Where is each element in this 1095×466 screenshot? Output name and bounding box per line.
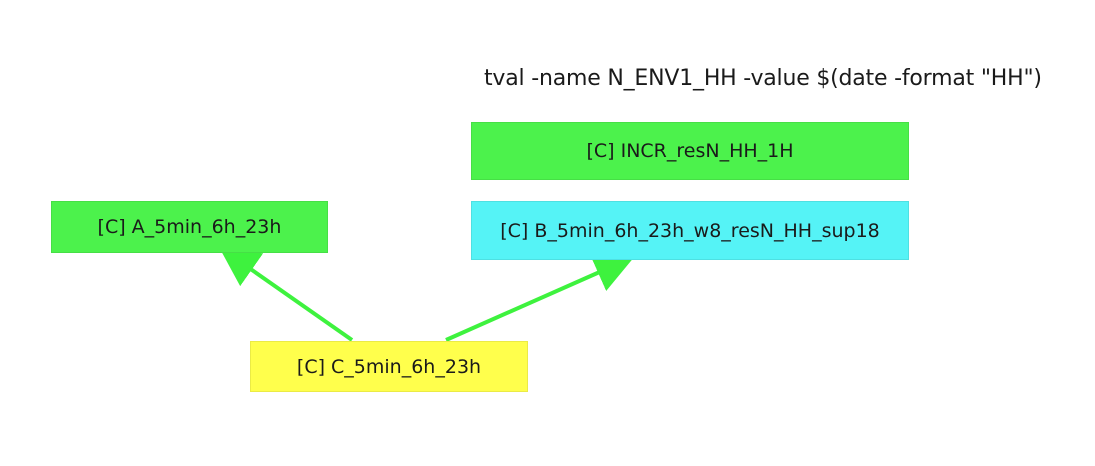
node-label: [C] B_5min_6h_23h_w8_resN_HH_sup18 <box>500 219 880 242</box>
node-a-5min-6h-23h[interactable]: [C] A_5min_6h_23h <box>51 201 328 253</box>
node-label: [C] A_5min_6h_23h <box>97 216 282 238</box>
edge-c-to-a <box>218 246 354 342</box>
edge-c-to-b <box>445 254 635 342</box>
node-label: [C] C_5min_6h_23h <box>296 355 482 378</box>
node-b-5min-6h-23h-w8[interactable]: [C] B_5min_6h_23h_w8_resN_HH_sup18 <box>471 201 909 260</box>
node-incr-resn-hh-1h[interactable]: [C] INCR_resN_HH_1H <box>471 122 909 180</box>
node-c-5min-6h-23h[interactable]: [C] C_5min_6h_23h <box>250 341 528 392</box>
node-label: [C] INCR_resN_HH_1H <box>586 140 794 162</box>
command-annotation: tval -name N_ENV1_HH -value $(date -form… <box>484 66 1042 91</box>
